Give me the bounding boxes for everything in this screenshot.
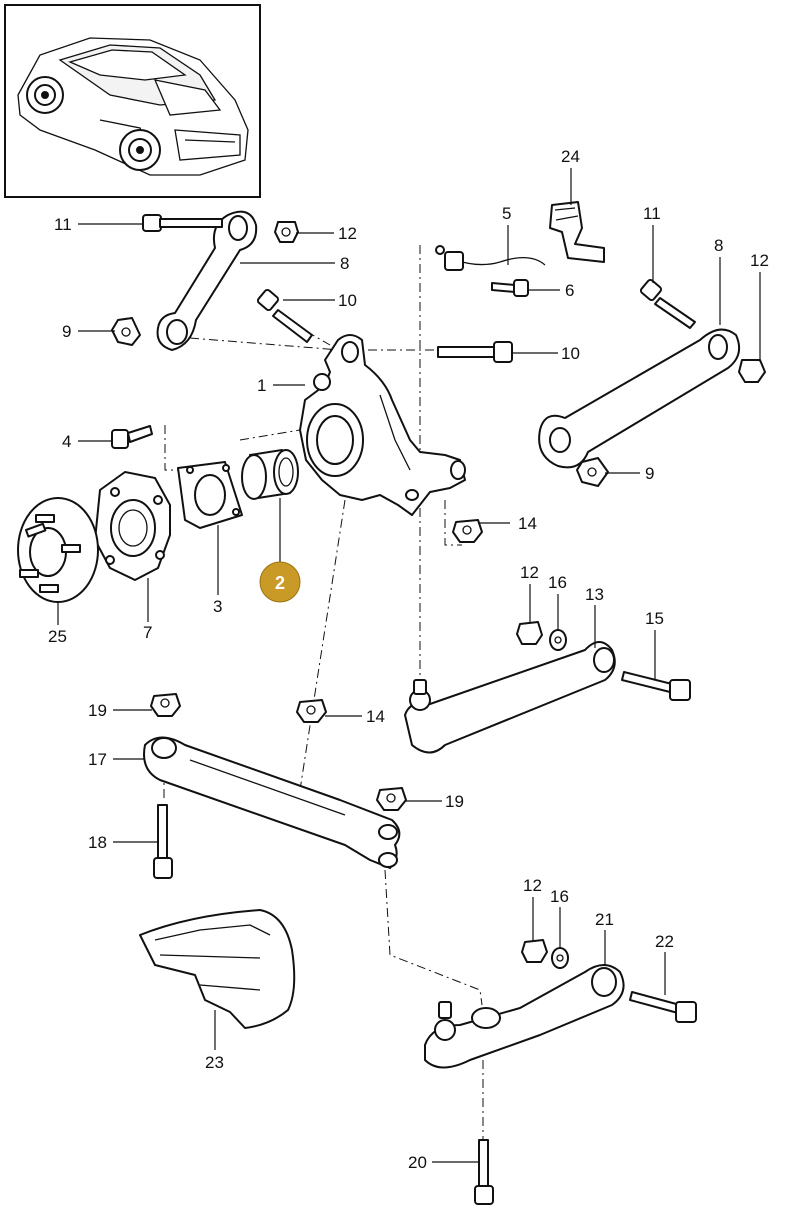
bolt-20 [474,1139,494,1205]
callout-16[interactable]: 16 [550,887,569,906]
callout-10[interactable]: 10 [338,291,357,310]
callout-5[interactable]: 5 [502,204,511,223]
callout-24[interactable]: 24 [561,147,580,166]
callout-25[interactable]: 25 [48,627,67,646]
callout-11[interactable]: 11 [54,215,72,234]
callout-12[interactable]: 12 [750,251,769,270]
bolt-right-11 [639,278,696,329]
leader-lines [57,168,761,1163]
washer-16-middle [549,629,567,651]
nut-12-middle [516,621,543,645]
lower-control-arm-21 [424,964,625,1069]
upper-control-arm-left [156,210,258,351]
screw-6 [491,279,529,297]
wheel-carrier-1 [299,334,466,516]
nut-14-upper [452,519,483,543]
callout-14[interactable]: 14 [518,514,537,533]
eccentric-washer-left-9 [111,317,141,346]
callout-9[interactable]: 9 [62,322,71,341]
callout-19[interactable]: 19 [445,792,464,811]
callout-13[interactable]: 13 [585,585,604,604]
callout-4[interactable]: 4 [62,432,71,451]
tie-bar-17 [143,736,401,869]
nut-14-lower [296,699,327,723]
track-control-arm-13 [404,641,616,754]
callout-11[interactable]: 11 [643,204,661,223]
callout-23[interactable]: 23 [205,1053,224,1072]
callout-14[interactable]: 14 [366,707,385,726]
wheel-hub-7 [94,471,171,581]
callout-12[interactable]: 12 [520,563,539,582]
callout-15[interactable]: 15 [645,609,664,628]
vehicle-thumbnail [4,4,261,198]
callout-12[interactable]: 12 [338,224,357,243]
callout-1[interactable]: 1 [257,376,266,395]
wheel-bearing-2 [241,449,299,500]
nut-12-lower [521,939,548,963]
eccentric-washer-right-9 [576,457,609,487]
callout-22[interactable]: 22 [655,932,674,951]
washer-16-lower [551,947,569,969]
upper-control-arm-right [538,328,741,469]
callout-16[interactable]: 16 [548,573,567,592]
screw-4 [111,425,153,449]
callout-9[interactable]: 9 [645,464,654,483]
callout-6[interactable]: 6 [565,281,574,300]
highlight-badge[interactable] [259,561,301,603]
bolt-10-right [437,341,513,363]
callout-19[interactable]: 19 [88,701,107,720]
wheel-flange-25 [17,497,99,603]
bolt-18 [153,804,173,879]
callout-18[interactable]: 18 [88,833,107,852]
bolt-15 [621,671,691,701]
callout-3[interactable]: 3 [213,597,222,616]
callout-8[interactable]: 8 [340,254,349,273]
heat-shield-23 [139,909,296,1029]
callout-7[interactable]: 7 [143,623,152,642]
bolt-22 [629,991,697,1023]
callout-12[interactable]: 12 [523,876,542,895]
cover-plate-3 [177,461,243,529]
nut-right-12 [738,359,766,383]
bolt-left-11 [142,214,223,232]
callout-17[interactable]: 17 [88,750,107,769]
callout-20[interactable]: 20 [408,1153,427,1172]
speed-sensor-5 [435,245,546,271]
nut-top-12 [274,221,299,243]
callout-labels: 11 12 8 9 10 10 1 4 5 6 24 11 8 12 9 14 … [48,147,769,1172]
nut-19-right [376,787,407,811]
bracket-24 [549,201,605,263]
callout-21[interactable]: 21 [595,910,614,929]
callout-8[interactable]: 8 [714,236,723,255]
callout-10[interactable]: 10 [561,344,580,363]
nut-19-left [150,693,181,717]
callout-2[interactable]: 2 [275,573,285,593]
bolt-10-top [256,288,313,343]
